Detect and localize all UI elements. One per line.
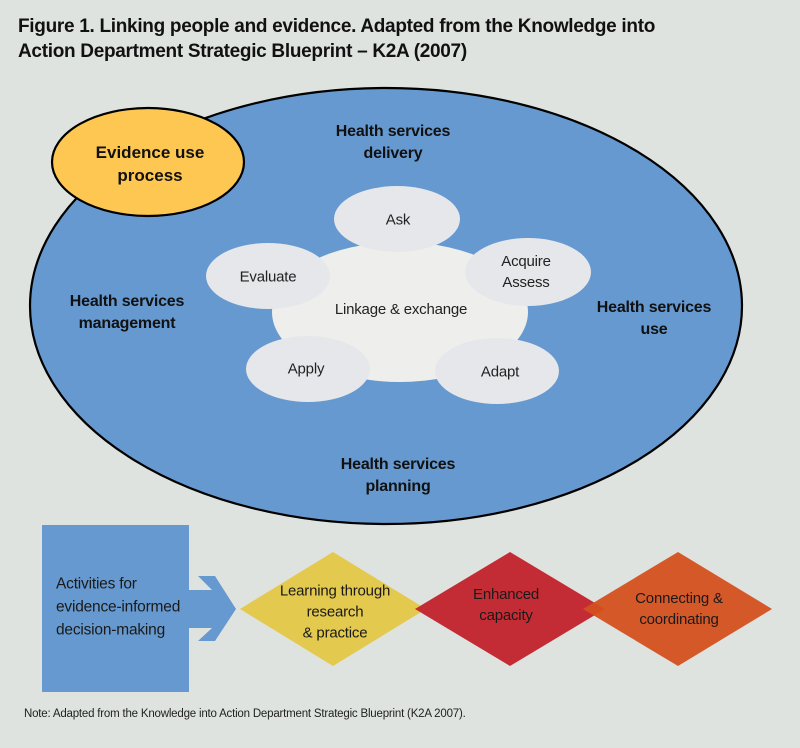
label-line: & practice [302,624,368,642]
label-learning-through-research: Learning through research & practice [280,581,390,644]
label-line: Evidence use [95,143,205,162]
step-label: Acquire [501,253,551,270]
footnote: Note: Adapted from the Knowledge into Ac… [24,708,466,720]
label-health-services-planning: Health services planning [340,454,456,498]
label-line: Learning through [279,582,391,600]
step-acquire-assess-ellipse [465,238,591,306]
label-linkage-exchange: Linkage & exchange [334,301,468,318]
label-line: Health services [596,299,712,316]
step-acquire-assess: Acquire Assess [501,251,551,293]
step-label: Evaluate [239,268,297,286]
step-apply-ellipse [246,336,370,402]
figure-title-line-2: Action Department Strategic Blueprint – … [18,41,467,62]
step-adapt: Adapt [481,362,519,383]
label-line: Health services [340,456,456,473]
label-line: delivery [363,145,423,162]
evidence-use-process-ellipse [50,106,246,218]
outcome-learning-diamond [240,552,426,666]
step-label: Adapt [480,363,520,381]
outcome-connecting-diamond [583,552,772,666]
label-line: Health services [69,293,185,310]
label-line: planning [365,478,431,495]
step-label: Apply [287,360,325,378]
label-line: Activities for [56,575,137,593]
label-line: coordinating [639,611,719,628]
label-line: Health services [335,123,451,140]
label-line: management [78,315,176,332]
figure-title-line-1: Figure 1. Linking people and evidence. A… [18,16,656,37]
label-line: Enhanced [473,586,539,603]
activities-box [42,525,189,692]
step-evaluate-ellipse [206,243,330,309]
right-arrow-icon [189,576,236,641]
label-line: capacity [479,607,533,624]
label-health-services-use: Health services use [596,297,712,341]
label-connecting-coordinating: Connecting & coordinating [635,588,723,630]
label-line: Connecting & [635,590,723,607]
label-health-services-management: Health services management [69,291,185,335]
label-activities: Activities for evidence-informed decisio… [56,573,180,642]
step-evaluate: Evaluate [240,267,297,288]
label-line: process [117,166,183,185]
step-label: Ask [385,211,411,229]
step-adapt-ellipse [435,338,559,404]
label-line: evidence-informed [56,598,181,616]
outcome-capacity-diamond [415,552,605,666]
step-label: Assess [502,274,550,291]
label-enhanced-capacity: Enhanced capacity [473,584,539,626]
label-line: research [306,603,364,621]
label-health-services-delivery: Health services delivery [335,121,451,165]
step-ask: Ask [385,210,411,231]
step-ask-ellipse [334,186,460,252]
label-evidence-use-process: Evidence use process [96,141,205,187]
figure-title: Figure 1. Linking people and evidence. A… [18,14,788,64]
step-apply: Apply [288,359,325,380]
label-line: decision-making [56,621,165,639]
label-line: use [640,321,668,338]
